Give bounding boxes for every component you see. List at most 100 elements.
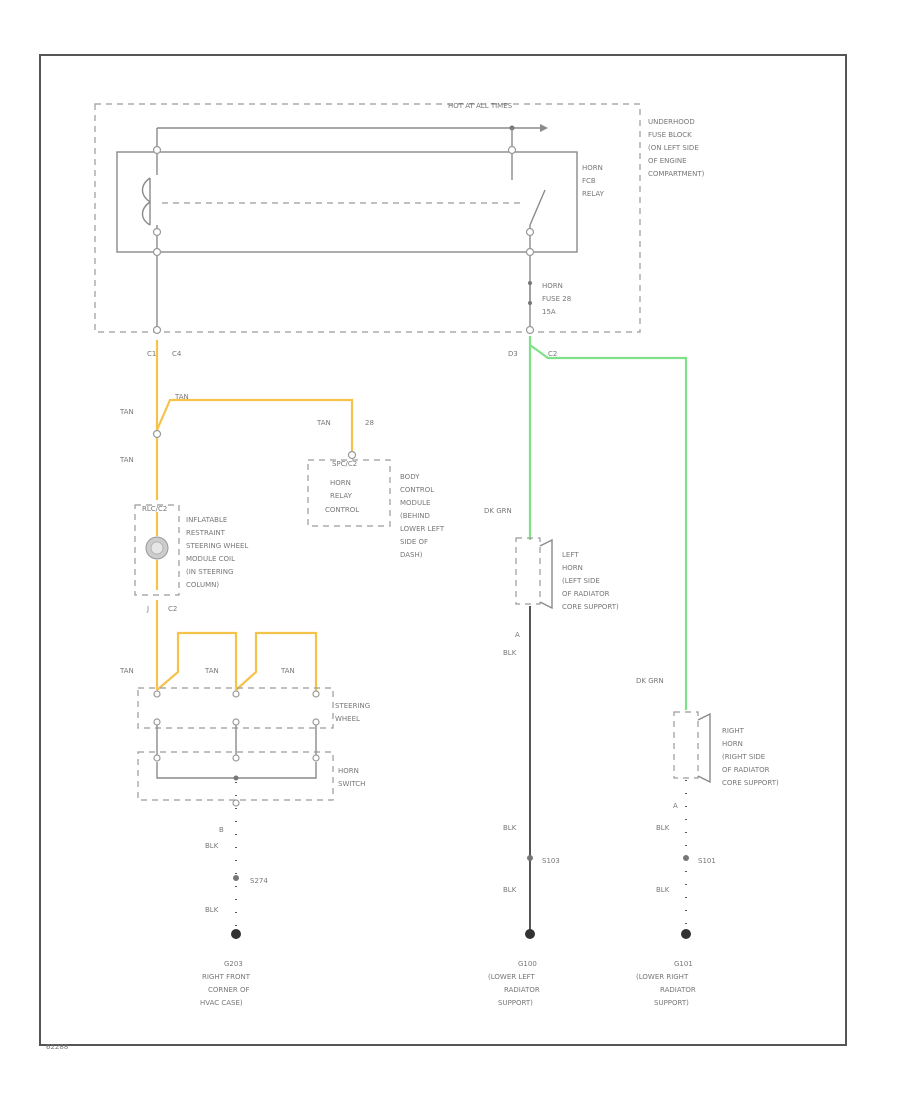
conn-left-pin: C1 (147, 350, 156, 358)
pin-a-left: A (515, 631, 520, 639)
svg-text:CONTROL: CONTROL (325, 506, 359, 514)
wire-blk-2: BLK (205, 906, 219, 914)
wire-tan-1: TAN (119, 408, 134, 416)
right-horn-label: RIGHT HORN (RIGHT SIDE OF RADIATOR CORE … (722, 727, 779, 787)
svg-text:FCB: FCB (582, 177, 596, 185)
left-horn (515, 537, 541, 605)
conn-left-term: C4 (172, 350, 182, 358)
diagram-frame (39, 54, 847, 1046)
wire-blk-7: BLK (656, 886, 670, 894)
horn-switch-label: HORN SWITCH (338, 767, 365, 788)
wire-tan-3: TAN (119, 456, 134, 464)
right-horn-icon (697, 712, 711, 784)
left-horn-label: LEFT HORN (LEFT SIDE OF RADIATOR CORE SU… (562, 551, 619, 611)
wire-tan-7: TAN (280, 667, 295, 675)
pin-b: B (219, 826, 224, 834)
svg-text:RELAY: RELAY (330, 492, 353, 500)
svg-text:SUPPORT): SUPPORT) (654, 999, 689, 1007)
svg-text:CORNER OF: CORNER OF (208, 986, 250, 994)
svg-text:(LEFT SIDE: (LEFT SIDE (562, 577, 600, 585)
svg-text:STEERING: STEERING (335, 702, 370, 710)
svg-text:(BEHIND: (BEHIND (400, 512, 430, 520)
ground-g203-label: G203 RIGHT FRONT CORNER OF HVAC CASE) (200, 960, 251, 1007)
horn-switch (137, 751, 334, 801)
horn-fuse-label: HORN FUSE 28 15A (542, 282, 571, 316)
svg-text:BODY: BODY (400, 473, 420, 481)
ground-g101-icon (681, 929, 691, 939)
svg-text:(LOWER LEFT: (LOWER LEFT (488, 973, 536, 981)
svg-text:FUSE BLOCK: FUSE BLOCK (648, 131, 692, 139)
svg-text:INFLATABLE: INFLATABLE (186, 516, 227, 524)
bcm-connector: SPC/C2 (332, 460, 357, 468)
svg-text:(IN STEERING: (IN STEERING (186, 568, 233, 576)
bcm-inner-label: HORN RELAY CONTROL (325, 479, 359, 514)
splice-s103: S103 (542, 857, 560, 865)
svg-text:15A: 15A (542, 308, 556, 316)
svg-text:HORN: HORN (338, 767, 359, 775)
dk-grn-wire (528, 336, 688, 710)
svg-text:(RIGHT SIDE: (RIGHT SIDE (722, 753, 765, 761)
svg-text:LEFT: LEFT (562, 551, 579, 559)
svg-text:DASH): DASH) (400, 551, 423, 559)
pin-c2: C2 (168, 605, 177, 613)
hot-at-all-times-label: HOT AT ALL TIMES (448, 102, 513, 110)
svg-text:FUSE 28: FUSE 28 (542, 295, 571, 303)
svg-text:COLUMN): COLUMN) (186, 581, 219, 589)
wire-blk-5: BLK (503, 886, 517, 894)
svg-text:CORE SUPPORT): CORE SUPPORT) (562, 603, 619, 611)
conn-right-term: C2 (548, 350, 557, 358)
svg-text:HORN: HORN (562, 564, 583, 572)
ground-g203-icon (231, 929, 241, 939)
svg-text:G101: G101 (674, 960, 693, 968)
wire-tan-6: TAN (204, 667, 219, 675)
pin-j: J (146, 605, 149, 613)
svg-text:HORN: HORN (582, 164, 603, 172)
svg-text:STEERING WHEEL: STEERING WHEEL (186, 542, 248, 550)
svg-text:HVAC CASE): HVAC CASE) (200, 999, 243, 1007)
svg-text:SWITCH: SWITCH (338, 780, 365, 788)
wire-tan-5: TAN (119, 667, 134, 675)
wire-dk-grn-2: DK GRN (636, 677, 664, 685)
svg-text:RADIATOR: RADIATOR (660, 986, 696, 994)
svg-text:WHEEL: WHEEL (335, 715, 360, 723)
svg-text:MODULE COIL: MODULE COIL (186, 555, 235, 563)
steering-wheel-label: STEERING WHEEL (335, 702, 370, 723)
svg-text:SIDE OF: SIDE OF (400, 538, 428, 546)
svg-text:HORN: HORN (330, 479, 351, 487)
left-horn-icon (539, 538, 553, 610)
svg-text:CONTROL: CONTROL (400, 486, 434, 494)
wire-blk-4: BLK (503, 824, 517, 832)
splice-s274: S274 (250, 877, 268, 885)
svg-text:SUPPORT): SUPPORT) (498, 999, 533, 1007)
pin-a-right: A (673, 802, 678, 810)
horn-relay-label: HORN FCB RELAY (582, 164, 605, 198)
wire-tan-2: TAN (174, 393, 189, 401)
underhood-fuse-block (94, 103, 641, 333)
ground-g100-label: G100 (LOWER LEFT RADIATOR SUPPORT) (488, 960, 540, 1007)
conn-right-pin: D3 (508, 350, 518, 358)
svg-text:OF RADIATOR: OF RADIATOR (562, 590, 610, 598)
svg-text:HORN: HORN (722, 740, 743, 748)
ground-g100-icon (525, 929, 535, 939)
figure-id: 62288 (46, 1043, 68, 1051)
steering-wheel-coil (134, 504, 180, 596)
wire-blk-6: BLK (656, 824, 670, 832)
wire-tan-4: TAN (316, 419, 331, 427)
svg-text:RESTRAINT: RESTRAINT (186, 529, 226, 537)
wire-blk-1: BLK (205, 842, 219, 850)
svg-text:HORN: HORN (542, 282, 563, 290)
svg-text:RIGHT: RIGHT (722, 727, 745, 735)
wire-dk-grn-1: DK GRN (484, 507, 512, 515)
svg-text:(LOWER RIGHT: (LOWER RIGHT (636, 973, 689, 981)
tan-wire-main (155, 340, 354, 452)
bcm-label: BODY CONTROL MODULE (BEHIND LOWER LEFT S… (400, 473, 445, 559)
bus-arrow-icon (540, 124, 548, 132)
coil-label: INFLATABLE RESTRAINT STEERING WHEEL MODU… (186, 516, 248, 589)
svg-text:LOWER LEFT: LOWER LEFT (400, 525, 445, 533)
splice-s101: S101 (698, 857, 716, 865)
horn-relay-box (116, 151, 578, 253)
svg-text:RELAY: RELAY (582, 190, 605, 198)
svg-text:OF ENGINE: OF ENGINE (648, 157, 687, 165)
svg-text:COMPARTMENT): COMPARTMENT) (648, 170, 705, 178)
wire-blk-3: BLK (503, 649, 517, 657)
